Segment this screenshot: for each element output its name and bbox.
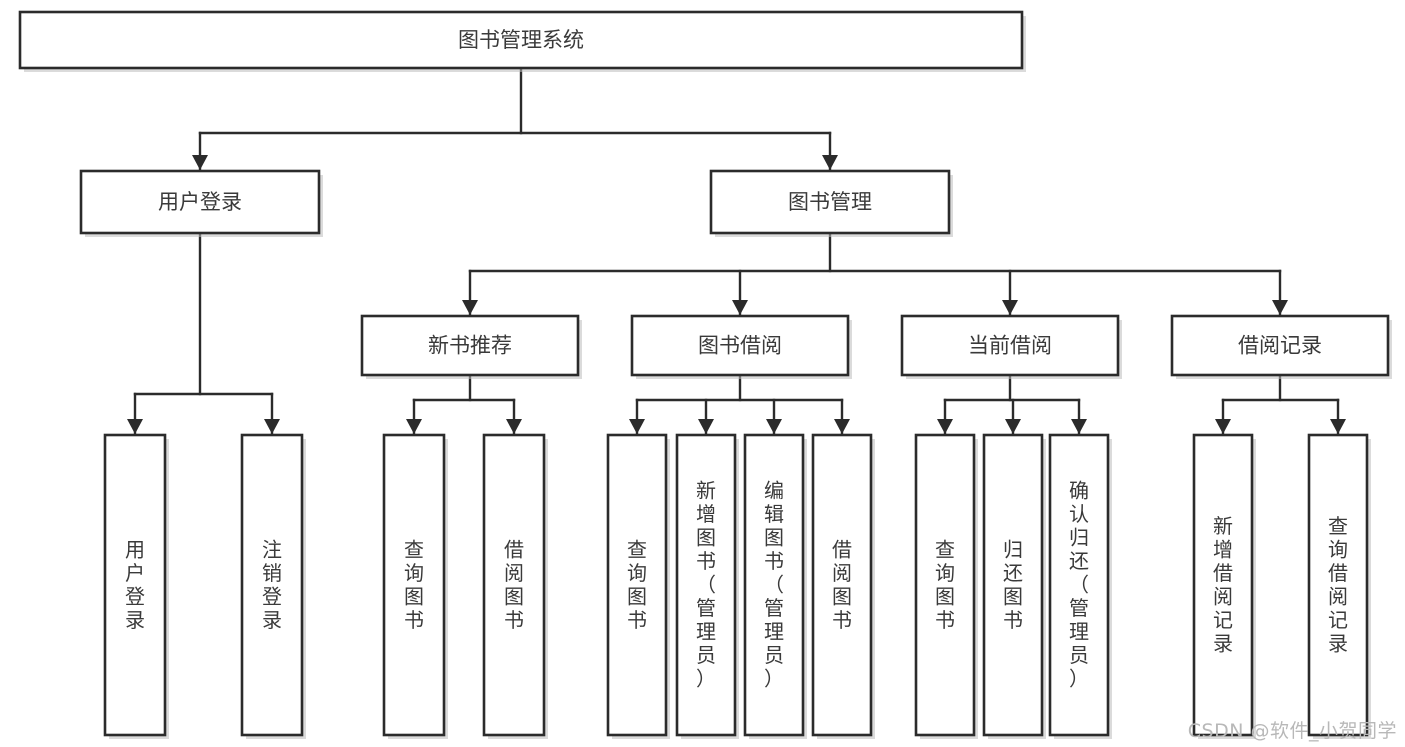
node-rect[interactable] bbox=[709, 169, 951, 235]
node-label: 查询图书 bbox=[627, 537, 647, 632]
node-rect[interactable] bbox=[18, 10, 1024, 70]
node-label: 查询图书 bbox=[404, 537, 424, 632]
node-label: 编辑图书（管理员） bbox=[764, 479, 784, 691]
node-leaf-query-book-1[interactable]: 查询图书 bbox=[382, 433, 448, 739]
edges-layer bbox=[127, 66, 1346, 436]
node-rect[interactable] bbox=[982, 433, 1044, 737]
arrow-head-icon bbox=[1330, 419, 1346, 434]
node-book-manage[interactable]: 图书管理 bbox=[709, 169, 953, 237]
edge-edge-root-to-level2 bbox=[192, 66, 838, 172]
arrow-head-icon bbox=[732, 300, 748, 315]
node-leaf-query-book-3[interactable]: 查询图书 bbox=[914, 433, 978, 739]
arrow-head-icon bbox=[1272, 300, 1288, 315]
node-leaf-query-record[interactable]: 查询借阅记录 bbox=[1307, 433, 1371, 739]
node-leaf-confirm-return[interactable]: 确认归还（管理员） bbox=[1048, 433, 1112, 739]
edge-edge-currentborrow-to-leaves bbox=[937, 373, 1087, 436]
node-label: 新增图书（管理员） bbox=[696, 479, 716, 691]
node-rect[interactable] bbox=[79, 169, 321, 235]
node-label: 当前借阅 bbox=[968, 334, 1052, 358]
edge-edge-newbook-to-leaves bbox=[406, 373, 522, 436]
node-leaf-borrow-book-2[interactable]: 借阅图书 bbox=[811, 433, 875, 739]
node-label: 归还图书 bbox=[1003, 537, 1023, 632]
node-new-book-recommend[interactable]: 新书推荐 bbox=[360, 314, 582, 379]
node-label: 查询图书 bbox=[935, 537, 955, 632]
node-label: 用户登录 bbox=[125, 537, 145, 632]
arrow-head-icon bbox=[1215, 419, 1231, 434]
node-user-login[interactable]: 用户登录 bbox=[79, 169, 323, 237]
edge-edge-borrowrecord-to-leaves bbox=[1215, 373, 1346, 436]
node-label: 借阅图书 bbox=[504, 537, 524, 632]
node-rect[interactable] bbox=[240, 433, 304, 737]
node-label: 图书管理 bbox=[788, 190, 872, 214]
nodes-layer: 图书管理系统用户登录图书管理新书推荐图书借阅当前借阅借阅记录用户登录注销登录查询… bbox=[18, 10, 1392, 739]
node-book-borrow[interactable]: 图书借阅 bbox=[630, 314, 852, 379]
arrow-head-icon bbox=[192, 155, 208, 170]
node-label: 注销登录 bbox=[262, 537, 282, 632]
node-rect[interactable] bbox=[1048, 433, 1110, 737]
arrow-head-icon bbox=[1005, 419, 1021, 434]
node-rect[interactable] bbox=[1307, 433, 1369, 737]
node-leaf-borrow-book-1[interactable]: 借阅图书 bbox=[482, 433, 548, 739]
node-leaf-return-book[interactable]: 归还图书 bbox=[982, 433, 1046, 739]
node-leaf-user-login[interactable]: 用户登录 bbox=[103, 433, 169, 739]
node-rect[interactable] bbox=[1192, 433, 1254, 737]
node-leaf-user-logout[interactable]: 注销登录 bbox=[240, 433, 306, 739]
arrow-head-icon bbox=[822, 155, 838, 170]
node-rect[interactable] bbox=[743, 433, 805, 737]
arrow-head-icon bbox=[1071, 419, 1087, 434]
node-label: 查询借阅记录 bbox=[1328, 514, 1348, 656]
node-current-borrow[interactable]: 当前借阅 bbox=[900, 314, 1122, 379]
arrow-head-icon bbox=[937, 419, 953, 434]
node-leaf-add-record[interactable]: 新增借阅记录 bbox=[1192, 433, 1256, 739]
arrow-head-icon bbox=[506, 419, 522, 434]
node-borrow-record[interactable]: 借阅记录 bbox=[1170, 314, 1392, 379]
arrow-head-icon bbox=[406, 419, 422, 434]
node-leaf-edit-book[interactable]: 编辑图书（管理员） bbox=[743, 433, 807, 739]
node-rect[interactable] bbox=[675, 433, 737, 737]
node-rect[interactable] bbox=[103, 433, 167, 737]
arrow-head-icon bbox=[766, 419, 782, 434]
node-label: 图书管理系统 bbox=[458, 28, 584, 52]
node-label: 新书推荐 bbox=[428, 334, 512, 358]
arrow-head-icon bbox=[629, 419, 645, 434]
node-rect[interactable] bbox=[914, 433, 976, 737]
node-leaf-query-book-2[interactable]: 查询图书 bbox=[606, 433, 670, 739]
edge-edge-bookmanage-to-level3 bbox=[462, 231, 1288, 317]
node-label: 新增借阅记录 bbox=[1213, 514, 1233, 656]
node-label: 图书借阅 bbox=[698, 334, 782, 358]
arrow-head-icon bbox=[462, 300, 478, 315]
node-rect[interactable] bbox=[382, 433, 446, 737]
node-rect[interactable] bbox=[900, 314, 1120, 377]
node-label: 借阅记录 bbox=[1238, 334, 1322, 358]
arrow-head-icon bbox=[834, 419, 850, 434]
arrow-head-icon bbox=[698, 419, 714, 434]
node-label: 借阅图书 bbox=[832, 537, 852, 632]
arrow-head-icon bbox=[1002, 300, 1018, 315]
node-leaf-add-book[interactable]: 新增图书（管理员） bbox=[675, 433, 739, 739]
arrow-head-icon bbox=[127, 419, 143, 434]
node-label: 确认归还（管理员） bbox=[1069, 479, 1089, 691]
node-rect[interactable] bbox=[1170, 314, 1390, 377]
arrow-head-icon bbox=[264, 419, 280, 434]
csdn-watermark: CSDN @软件_小贺同学 bbox=[1187, 720, 1397, 742]
node-rect[interactable] bbox=[606, 433, 668, 737]
node-rect[interactable] bbox=[482, 433, 546, 737]
node-rect[interactable] bbox=[360, 314, 580, 377]
node-root[interactable]: 图书管理系统 bbox=[18, 10, 1026, 72]
node-rect[interactable] bbox=[811, 433, 873, 737]
node-rect[interactable] bbox=[630, 314, 850, 377]
edge-edge-bookborrow-to-leaves bbox=[629, 373, 850, 436]
edge-edge-userlogin-to-leaves bbox=[127, 231, 280, 436]
node-label: 用户登录 bbox=[158, 190, 242, 214]
